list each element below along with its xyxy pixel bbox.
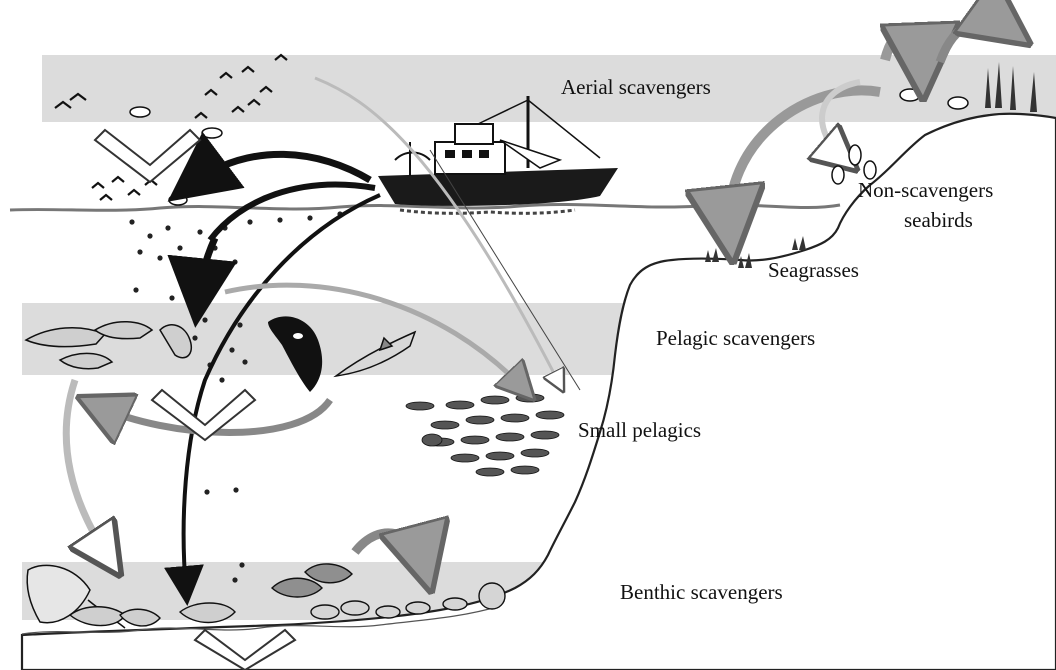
trophic-flow-arrows	[62, 21, 1010, 568]
lobster-icon	[68, 602, 236, 627]
small-pelagics-label: Small pelagics	[578, 418, 702, 442]
discard-flow-arrows	[164, 131, 381, 606]
non-scavenger-seabird-icon	[831, 144, 877, 185]
small-fish-school-icon	[405, 393, 565, 477]
seabirds-label: seabirds	[904, 208, 973, 232]
dolphin-icon	[24, 321, 192, 370]
boat-wake	[399, 208, 576, 215]
pelagic-scavengers-label: Pelagic scavengers	[656, 326, 816, 350]
shark-icon	[333, 330, 417, 378]
aerial-scavengers-label: Aerial scavengers	[561, 75, 711, 99]
aerial-band	[42, 55, 1056, 122]
crab-icon	[310, 582, 506, 620]
seagrasses-label: Seagrasses	[768, 258, 859, 282]
seabird-flock-icon	[54, 53, 288, 201]
benthic-scavengers-label: Benthic scavengers	[620, 580, 783, 604]
benthic-fish-icon	[270, 563, 353, 598]
exchange-arrows	[93, 128, 297, 670]
orca-icon	[268, 316, 323, 392]
seabed-texture	[21, 605, 501, 635]
non-scavengers-label: Non-scavengers	[858, 178, 994, 202]
